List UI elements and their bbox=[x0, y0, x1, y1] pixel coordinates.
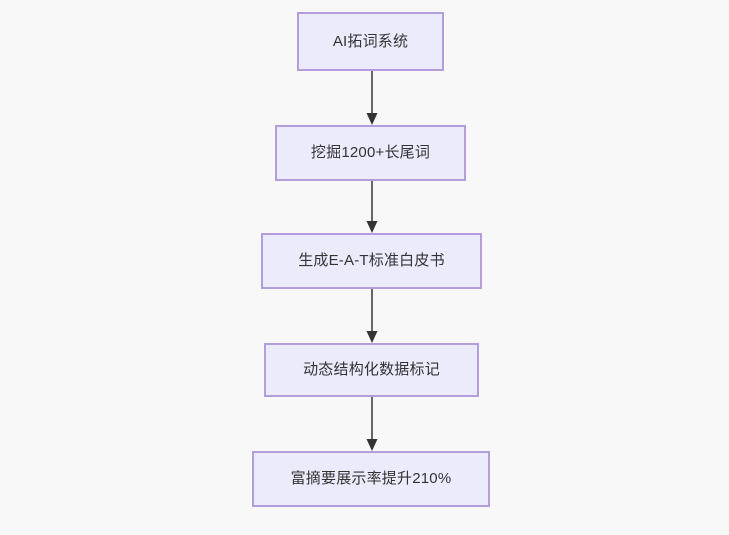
flow-node-label: AI拓词系统 bbox=[332, 32, 409, 50]
flow-node-label: 动态结构化数据标记 bbox=[303, 361, 440, 378]
flow-node-label: 挖掘1200+长尾词 bbox=[310, 144, 431, 161]
flow-node-generate-eat-whitepaper[interactable]: 生成E-A-T标准白皮书 bbox=[261, 233, 482, 289]
connector-arrow-1 bbox=[362, 71, 382, 125]
connector-arrow-3 bbox=[362, 289, 382, 343]
connector-arrow-4 bbox=[362, 397, 382, 451]
flow-node-label: 富摘要展示率提升210% bbox=[290, 470, 452, 487]
flow-node-dynamic-structured-data-markup[interactable]: 动态结构化数据标记 bbox=[264, 343, 479, 397]
flow-node-rich-snippet-impression-uplift[interactable]: 富摘要展示率提升210% bbox=[252, 451, 490, 507]
flow-node-ai-keyword-system[interactable]: AI拓词系统 bbox=[297, 12, 444, 71]
connector-arrow-2 bbox=[362, 181, 382, 233]
flow-node-label: 生成E-A-T标准白皮书 bbox=[298, 252, 445, 269]
flow-node-mine-longtail-keywords[interactable]: 挖掘1200+长尾词 bbox=[275, 125, 466, 181]
